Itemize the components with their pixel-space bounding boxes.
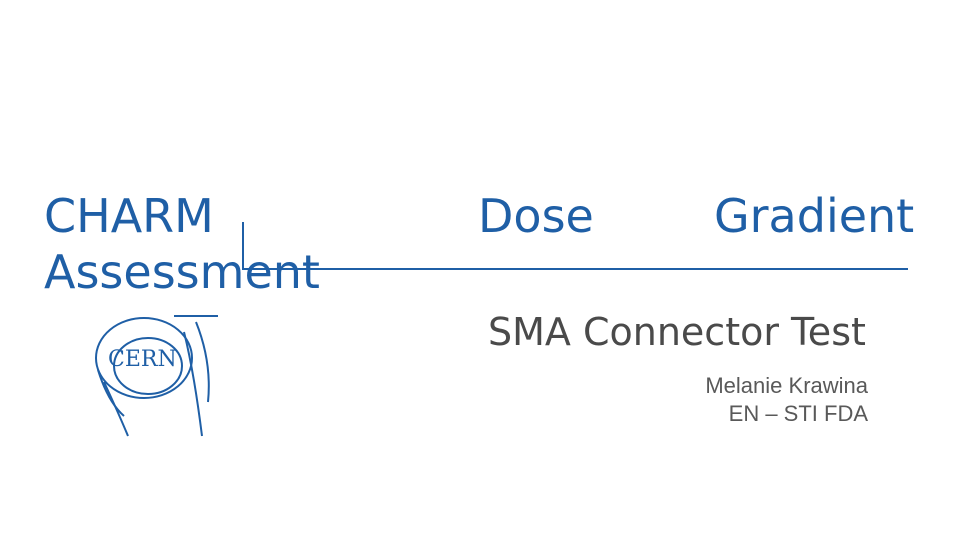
title-rule-tick	[242, 222, 244, 270]
title-line-charm: CHARM	[44, 189, 214, 243]
cern-logo-icon: CERN	[95, 315, 218, 437]
author-affiliation: EN – STI FDA	[728, 401, 868, 426]
cern-logo-text: CERN	[108, 347, 177, 372]
cern-logo-arc-right	[195, 321, 210, 403]
cern-logo-inner-ring	[113, 337, 183, 395]
author-name: Melanie Krawina	[705, 373, 868, 398]
cern-logo-tail-right	[183, 331, 203, 437]
slide-subtitle: SMA Connector Test	[488, 310, 866, 354]
cern-logo-outer-ring	[95, 317, 193, 399]
slide-title: CHARM Assessment	[44, 188, 320, 300]
title-word-gradient: Gradient	[714, 189, 915, 243]
author-block: Melanie Krawina EN – STI FDA	[640, 372, 868, 428]
title-underline-rule	[244, 268, 908, 270]
cern-logo-tail-left	[103, 381, 129, 437]
title-line-assessment: Assessment	[44, 245, 320, 299]
cern-logo-arc-left	[97, 369, 125, 417]
title-word-dose: Dose	[478, 189, 594, 243]
